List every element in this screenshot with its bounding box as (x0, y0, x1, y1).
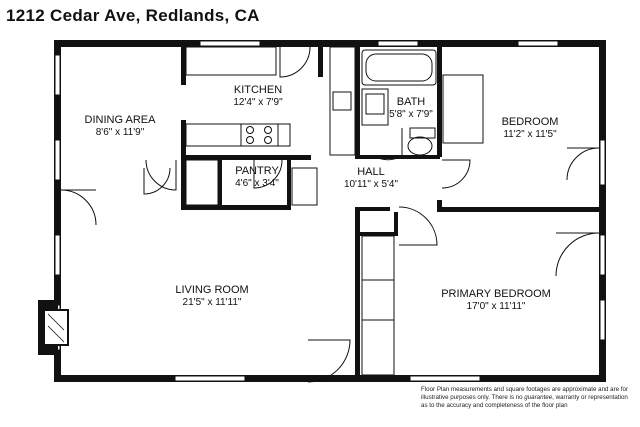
kitchen-fixtures (185, 46, 356, 156)
dining-dims: 8'6" x 11'9" (96, 127, 145, 138)
address-title: 1212 Cedar Ave, Redlands, CA (6, 6, 260, 25)
disclaimer-guarantee: guarantee (524, 394, 553, 401)
hall-label: HALL (357, 166, 385, 178)
disclaimer-text-2: , warranty or representation as to the a… (421, 394, 628, 409)
primary-bedroom-label: PRIMARY BEDROOM (441, 288, 551, 300)
pantry-dims: 4'6" x 3'4" (235, 178, 279, 189)
bedroom-dims: 11'2" x 11'5" (503, 129, 557, 140)
closets (185, 74, 484, 376)
kitchen-dims: 12'4" x 7'9" (233, 97, 283, 108)
outer-walls (54, 40, 606, 382)
bath-dims: 5'8" x 7'9" (389, 109, 433, 120)
pantry-label: PANTRY (235, 165, 279, 177)
primary-bedroom-dims: 17'0" x 11'11" (467, 301, 526, 312)
dining-label: DINING AREA (85, 114, 157, 126)
disclaimer: Floor Plan measurements and square foota… (421, 386, 635, 410)
room-labels: KITCHEN 12'4" x 7'9" DINING AREA 8'6" x … (85, 84, 559, 312)
bath-fixtures (361, 49, 437, 156)
living-dims: 21'5" x 11'11" (183, 297, 242, 308)
interior-walls (181, 47, 599, 377)
bath-label: BATH (397, 96, 426, 108)
living-label: LIVING ROOM (175, 284, 248, 296)
hall-dims: 10'11" x 5'4" (344, 179, 399, 190)
doors (60, 46, 600, 383)
fireplace (38, 300, 69, 355)
disclaimer-text-1: Floor Plan measurements and square foota… (421, 386, 629, 401)
bedroom-label: BEDROOM (502, 116, 559, 128)
kitchen-label: KITCHEN (234, 84, 282, 96)
